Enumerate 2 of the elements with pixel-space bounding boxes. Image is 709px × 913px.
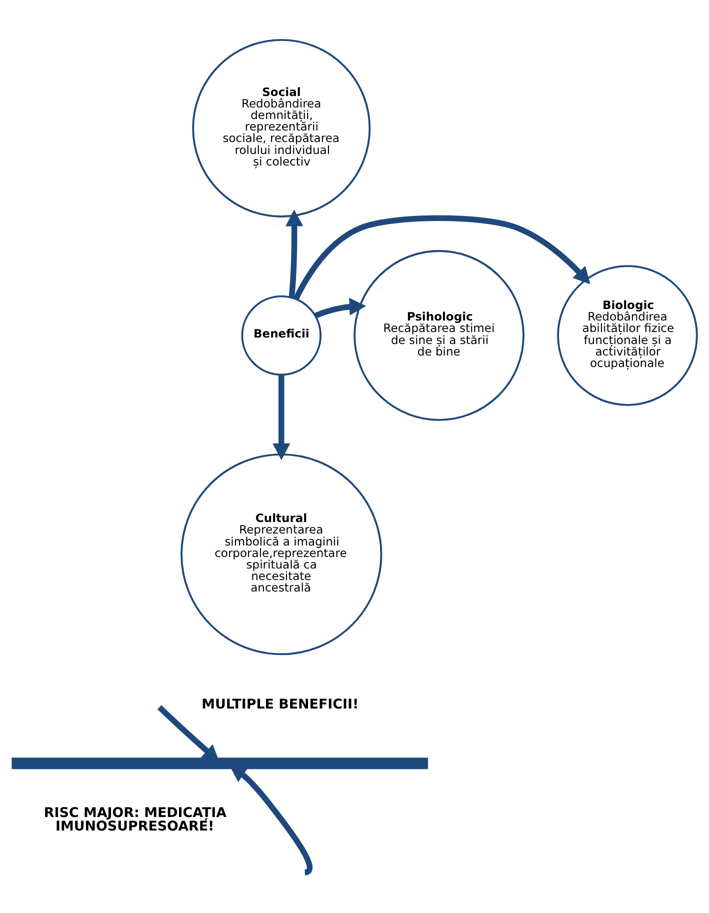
label: RISC MAJOR: MEDICAȚIA IMUNOSUPRESOARE!	[44, 806, 227, 834]
label: MULTIPLE BENEFICII!	[202, 698, 359, 713]
